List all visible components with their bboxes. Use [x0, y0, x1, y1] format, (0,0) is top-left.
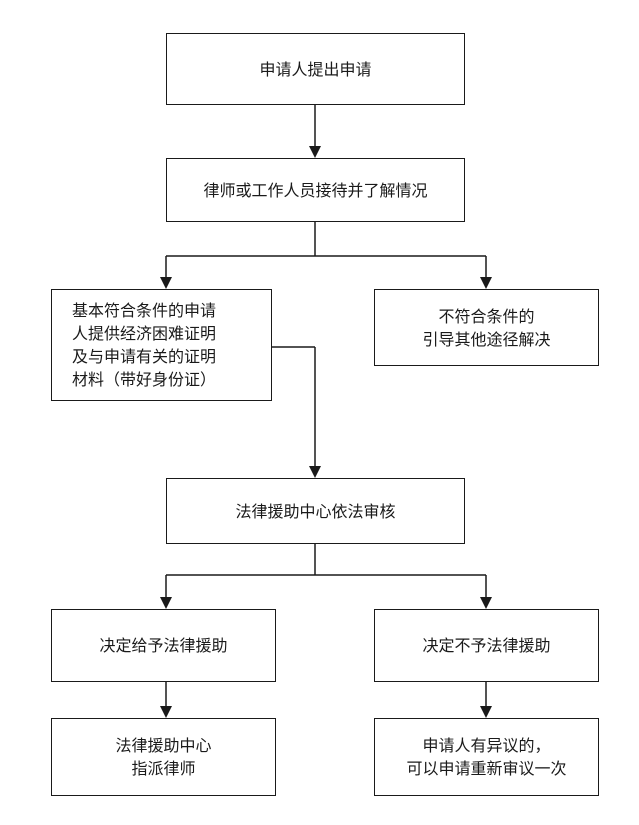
node-eligible-line-1: 基本符合条件的申请: [72, 301, 217, 320]
node-eligible-line-3: 及与申请有关的证明: [72, 347, 217, 366]
arrowhead: [160, 277, 172, 289]
node-apply: 申请人提出申请: [166, 33, 465, 105]
node-reception: 律师或工作人员接待并了解情况: [166, 158, 465, 222]
node-appeal-line-2: 可以申请重新审议一次: [406, 759, 567, 778]
arrowhead: [480, 597, 492, 609]
node-review-text: 法律援助中心依法审核: [235, 501, 396, 521]
node-assign: 法律援助中心 指派律师: [51, 718, 276, 796]
node-reception-text: 律师或工作人员接待并了解情况: [203, 180, 428, 200]
node-appeal-line-1: 申请人有异议的，: [422, 736, 551, 755]
node-eligible-line-2: 人提供经济困难证明: [72, 324, 217, 343]
arrowhead: [480, 277, 492, 289]
arrowhead: [309, 466, 321, 478]
node-appeal: 申请人有异议的， 可以申请重新审议一次: [374, 718, 599, 796]
arrowhead: [480, 706, 492, 718]
node-deny: 决定不予法律援助: [374, 609, 599, 682]
arrowhead: [160, 597, 172, 609]
node-ineligible-line-1: 不符合条件的: [438, 306, 535, 326]
arrowhead: [309, 146, 321, 158]
node-eligible: 基本符合条件的申请 人提供经济困难证明 及与申请有关的证明 材料（带好身份证）: [51, 289, 272, 401]
node-apply-text: 申请人提出申请: [259, 59, 372, 79]
node-eligible-line-4: 材料（带好身份证）: [72, 370, 217, 389]
node-assign-line-2: 指派律师: [131, 759, 196, 778]
node-review: 法律援助中心依法审核: [166, 478, 465, 544]
node-assign-line-1: 法律援助中心: [115, 736, 212, 755]
node-grant-text: 决定给予法律援助: [99, 636, 228, 655]
arrowhead: [160, 706, 172, 718]
node-deny-text: 决定不予法律援助: [422, 636, 551, 655]
node-ineligible: 不符合条件的 引导其他途径解决: [374, 289, 599, 366]
node-ineligible-line-2: 引导其他途径解决: [422, 329, 551, 349]
node-grant: 决定给予法律援助: [51, 609, 276, 682]
